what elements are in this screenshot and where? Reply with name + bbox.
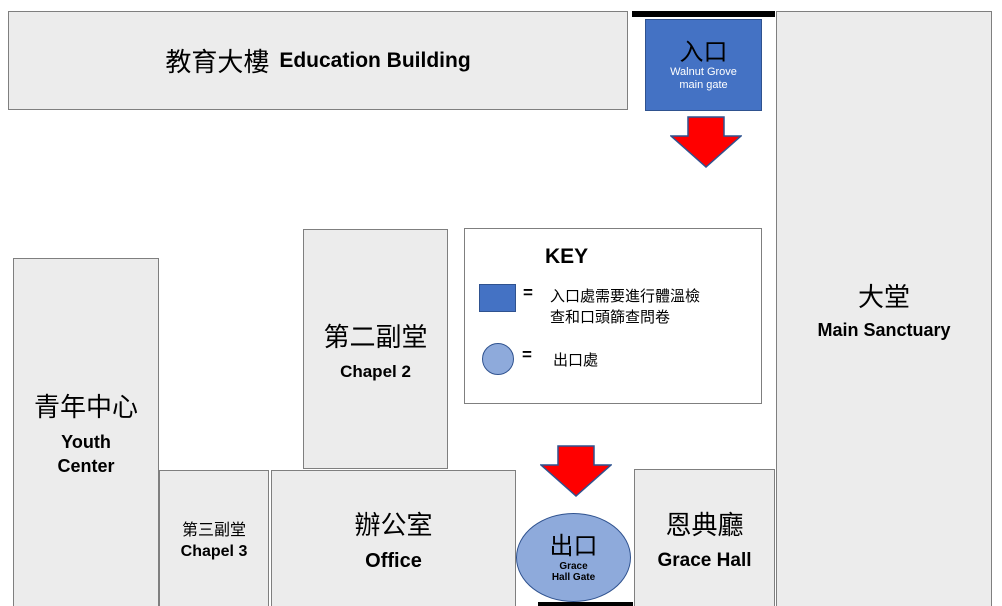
main-sanctuary: 大堂 Main Sanctuary xyxy=(776,11,992,606)
entrance-en-line1: Walnut Grove xyxy=(670,66,737,78)
youth-center-en-line2: Center xyxy=(57,456,115,476)
chapel-3-en: Chapel 3 xyxy=(180,543,248,560)
entrance-marker: 入口 Walnut Grove main gate xyxy=(645,19,762,111)
key-entrance-desc-line2: 查和口頭篩查問卷 xyxy=(550,308,671,326)
entrance-en-line2: main gate xyxy=(679,79,728,91)
chapel-2-zh: 第二副堂 xyxy=(323,322,428,353)
square-swatch-icon xyxy=(479,284,516,312)
down-arrow-icon xyxy=(670,116,742,168)
office-en: Office xyxy=(365,549,422,572)
office: 辦公室 Office xyxy=(271,470,516,606)
office-zh: 辦公室 xyxy=(354,510,433,541)
main-sanctuary-en: Main Sanctuary xyxy=(817,320,951,340)
chapel-3: 第三副堂 Chapel 3 xyxy=(159,470,269,606)
key-entrance-desc-line1: 入口處需要進行體溫檢 xyxy=(550,287,701,305)
exit-marker: 出口 Grace Hall Gate xyxy=(516,513,631,602)
map-key: KEY = 入口處需要進行體溫檢 查和口頭篩查問卷 = 出口處 xyxy=(464,228,762,404)
main-sanctuary-zh: 大堂 xyxy=(857,283,910,313)
circle-swatch-icon xyxy=(482,343,514,375)
chapel-3-zh: 第三副堂 xyxy=(181,520,246,539)
youth-center-en-line1: Youth xyxy=(61,432,111,452)
education-building-zh: 教育大樓 xyxy=(165,48,270,78)
entrance-gate-bar xyxy=(632,11,775,17)
key-title: KEY xyxy=(545,245,589,268)
key-equals-2: = xyxy=(522,345,532,364)
exit-en-line1: Grace xyxy=(559,560,588,572)
entrance-zh: 入口 xyxy=(679,38,728,66)
chapel-2-en: Chapel 2 xyxy=(340,361,411,381)
grace-hall-zh: 恩典廳 xyxy=(665,510,744,541)
down-arrow-icon xyxy=(540,445,612,497)
youth-center: 青年中心 Youth Center xyxy=(13,258,159,606)
key-entrance-desc: 入口處需要進行體溫檢 查和口頭篩查問卷 xyxy=(550,286,755,328)
exit-zh: 出口 xyxy=(549,531,598,560)
youth-center-zh: 青年中心 xyxy=(33,393,138,423)
exit-gate-bar xyxy=(538,602,633,606)
key-equals-1: = xyxy=(523,283,533,302)
exit-en-line2: Hall Gate xyxy=(551,571,596,583)
education-building: 教育大樓 Education Building xyxy=(8,11,628,110)
key-exit-desc: 出口處 xyxy=(553,351,599,369)
grace-hall-en: Grace Hall xyxy=(657,549,752,571)
education-building-en: Education Building xyxy=(279,48,471,72)
grace-hall: 恩典廳 Grace Hall xyxy=(634,469,775,606)
chapel-2: 第二副堂 Chapel 2 xyxy=(303,229,448,469)
